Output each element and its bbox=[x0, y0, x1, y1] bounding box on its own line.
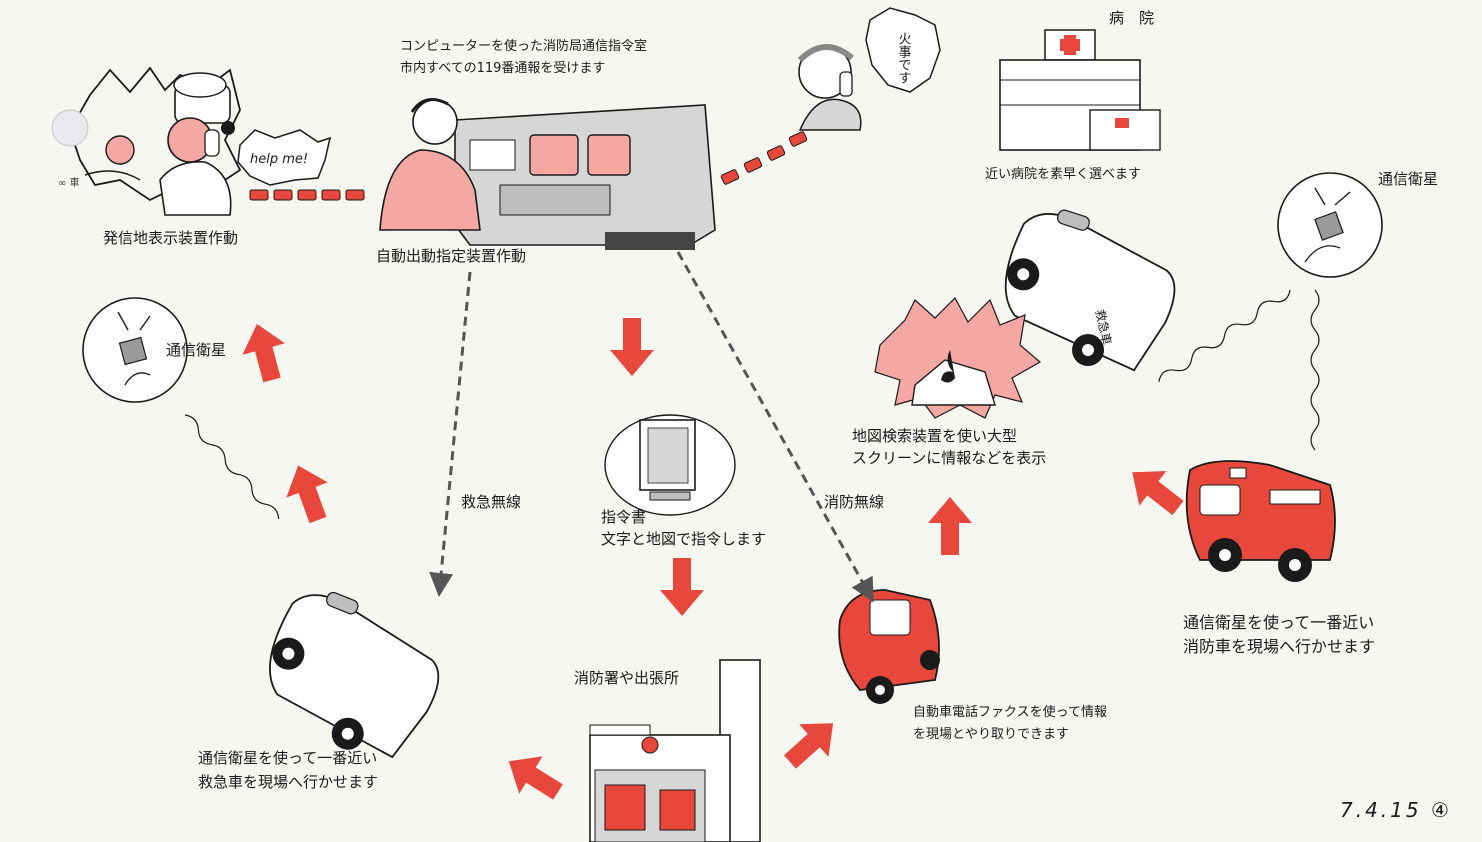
ambulance-satellite-label-line2: 救急車を現場へ行かせます bbox=[198, 773, 379, 791]
arrow-firetruck-to-map bbox=[928, 497, 972, 555]
console-screen-right bbox=[587, 134, 631, 176]
order-monitor-icon bbox=[604, 414, 736, 516]
arrow-ambulance-to-satellite-2 bbox=[235, 318, 294, 386]
hospital-select-label: 近い病院を素早く選べます bbox=[985, 167, 1142, 182]
help-speech-bubble: help me! bbox=[237, 129, 332, 186]
radio-wave-left bbox=[184, 414, 280, 520]
command-room-title-line1: コンピューターを使った消防局通信指令室 bbox=[400, 39, 648, 54]
date-stamp: 7.4.15 ④ bbox=[1340, 798, 1452, 822]
fire-radio-label: 消防無線 bbox=[824, 493, 885, 511]
command-room-title-line2: 市内すべての119番通報を受けます bbox=[400, 61, 606, 76]
firetruck-icon-center bbox=[838, 589, 940, 704]
ambulance-radio-label: 救急無線 bbox=[461, 493, 522, 511]
radio-wave-right-2 bbox=[1310, 289, 1320, 451]
command-center-console bbox=[379, 98, 716, 250]
fire-caller-scene: 火事です bbox=[797, 7, 941, 131]
fire-call-text: 火事です bbox=[896, 32, 912, 84]
fire-speech-bubble bbox=[865, 7, 941, 93]
map-search-label-line1: 地図検索装置を使い大型 bbox=[852, 427, 1018, 445]
hospital-label: 病 院 bbox=[1109, 9, 1155, 27]
scene-scribble: ∞ 車 bbox=[58, 176, 80, 189]
arrow-station-to-firetruck bbox=[775, 706, 848, 779]
caller-id-label: 発信地表示装置作動 bbox=[103, 229, 239, 247]
hospital-icon bbox=[999, 29, 1161, 151]
arrow-station-to-ambulance bbox=[497, 742, 570, 811]
arrow-ambulance-to-satellite-1 bbox=[277, 457, 339, 528]
ambulance-satellite-label-line1: 通信衛星を使って一番近い bbox=[198, 749, 378, 767]
signal-path-fire-radio bbox=[676, 251, 874, 603]
fire-scene-icon bbox=[874, 297, 1042, 419]
satellite-icon-left bbox=[82, 297, 188, 403]
hole-punch-mark bbox=[51, 109, 89, 147]
ambulance-icon-right: 救急車 bbox=[1004, 209, 1176, 372]
operator-person-icon bbox=[379, 98, 481, 231]
car-fax-label-line1: 自動車電話ファクスを使って情報 bbox=[913, 705, 1107, 720]
satellite-left-label: 通信衛星 bbox=[166, 341, 227, 359]
caller-scene: help me! ∞ 車 bbox=[51, 66, 332, 216]
ambulance-side-text: 救急車 bbox=[1093, 308, 1115, 346]
injured-person-icon bbox=[84, 135, 141, 181]
firetruck-satellite-label-line1: 通信衛星を使って一番近い bbox=[1183, 613, 1375, 632]
ambulance-icon-left bbox=[269, 591, 440, 759]
console-screen-left bbox=[529, 134, 579, 176]
station-label: 消防署や出張所 bbox=[574, 669, 680, 687]
arrow-to-station bbox=[660, 558, 704, 616]
arrow-to-order bbox=[610, 318, 654, 376]
order-label-line2: 文字と地図で指令します bbox=[601, 530, 767, 548]
firetruck-satellite-label-line2: 消防車を現場へ行かせます bbox=[1183, 637, 1376, 656]
car-fax-label-line2: を現場とやり取りできます bbox=[913, 727, 1070, 742]
order-label-line1: 指令書 bbox=[601, 508, 647, 526]
map-search-label-line2: スクリーンに情報などを表示 bbox=[852, 449, 1047, 467]
phone-cord-left bbox=[249, 189, 365, 201]
satellite-icon-right bbox=[1277, 172, 1383, 278]
luggage-icon bbox=[173, 72, 235, 135]
fire-station-icon bbox=[589, 659, 761, 842]
firetruck-icon-right bbox=[1185, 460, 1336, 582]
phone-cord-right bbox=[720, 131, 808, 185]
caller-person-icon bbox=[159, 117, 232, 216]
signal-path-ambulance-radio bbox=[429, 271, 472, 597]
satellite-right-label: 通信衛星 bbox=[1378, 170, 1439, 188]
help-text: help me! bbox=[250, 152, 308, 167]
arrow-firetruck-right-to-map bbox=[1118, 454, 1192, 526]
auto-dispatch-label: 自動出動指定装置作動 bbox=[376, 247, 527, 265]
radio-wave-right-1 bbox=[1158, 289, 1291, 382]
